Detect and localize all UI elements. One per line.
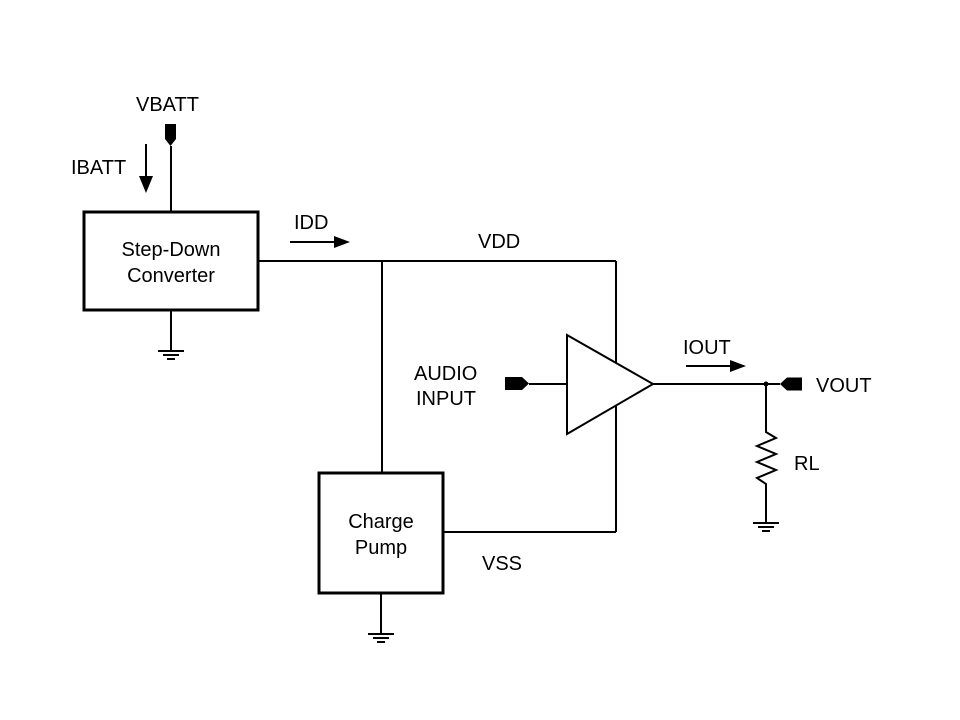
ibatt-arrowhead [139, 176, 153, 193]
iout-label: IOUT [683, 337, 731, 359]
step-down-label-line1: Step-Down [122, 239, 221, 261]
charge-pump-label-line1: Charge [348, 511, 414, 533]
vbatt-terminal [165, 124, 176, 146]
audio-input-terminal [505, 377, 529, 390]
charge-pump-ground-icon [368, 633, 394, 643]
idd-label: IDD [294, 212, 328, 234]
vss-label: VSS [482, 553, 522, 575]
rl-label: RL [794, 453, 820, 475]
audio-input-label-line1: AUDIO [414, 363, 477, 385]
amplifier-icon [566, 333, 656, 436]
step-down-label-line2: Converter [127, 265, 215, 287]
audio-input-label-line2: INPUT [416, 388, 476, 410]
idd-arrowhead [334, 236, 350, 248]
ibatt-label: IBATT [71, 157, 126, 179]
vout-label: VOUT [816, 375, 872, 397]
charge-pump-block [317, 471, 445, 595]
load-ground-icon [753, 522, 779, 532]
load-resistor-icon [754, 384, 779, 522]
charge-pump-label-line2: Pump [355, 537, 407, 559]
step-down-converter-block [82, 210, 260, 312]
vbatt-label: VBATT [136, 94, 199, 116]
iout-arrowhead [730, 360, 746, 372]
step-down-ground-icon [158, 350, 184, 360]
vout-terminal [780, 377, 802, 391]
vdd-label: VDD [478, 231, 520, 253]
